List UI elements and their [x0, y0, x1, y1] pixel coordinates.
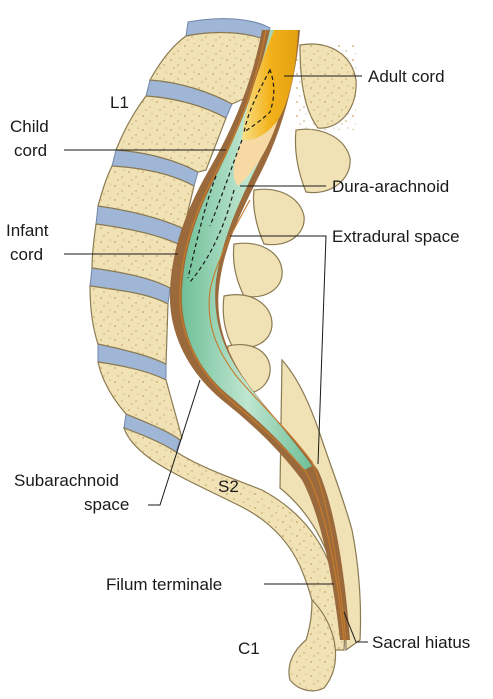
label-s2: S2	[218, 477, 239, 496]
label-infant-cord-1: Infant	[6, 221, 49, 240]
spinous-process-5	[223, 295, 272, 348]
label-infant-cord-2: cord	[10, 245, 43, 264]
spinous-process-4	[233, 243, 282, 297]
label-filum-terminale: Filum terminale	[106, 575, 222, 594]
label-extradural-space: Extradural space	[332, 227, 460, 246]
label-dura-arachnoid: Dura-arachnoid	[332, 177, 449, 196]
label-child-cord-2: cord	[14, 141, 47, 160]
label-child-cord-1: Child	[10, 117, 49, 136]
label-adult-cord: Adult cord	[368, 67, 445, 86]
label-subarachnoid-1: Subarachnoid	[14, 471, 119, 490]
label-c1: C1	[238, 639, 260, 658]
label-l1: L1	[110, 93, 129, 112]
label-sacral-hiatus: Sacral hiatus	[372, 633, 470, 652]
label-subarachnoid-2: space	[84, 495, 129, 514]
